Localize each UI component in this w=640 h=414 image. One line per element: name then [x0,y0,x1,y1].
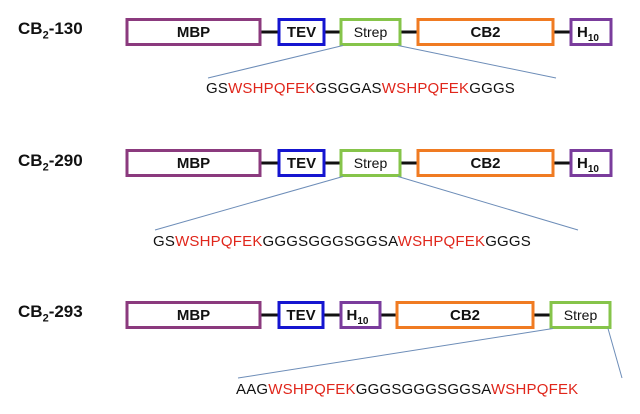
domain-box-mbp [125,18,262,46]
linker-sequence-1: GSWSHPQFEKGSGGASWSHPQFEKGGGS [206,80,515,97]
construct-label-main: CB [18,19,43,38]
domain-label-cb2: CB2 [450,307,480,324]
domain-box-his [339,301,382,329]
domain-label-mbp: MBP [177,155,210,172]
domain-label-cb2: CB2 [470,155,500,172]
zoom-line-right [607,328,623,379]
linker-segment: GS [153,233,176,250]
linker-segment: AAG [236,381,269,398]
zoom-line-left [237,328,554,379]
construct-label-3: CB2-293 [18,302,83,324]
zoom-line-right [397,176,579,231]
linker-segment: GGGS [485,233,531,250]
construct-label-main: CB [18,302,43,321]
domain-box-mbp [125,301,262,329]
domain-label-subscript: 10 [357,316,369,327]
construct-label-sub: 2 [42,29,49,42]
strep-tag-motif: WSHPQFEK [228,80,316,97]
domain-label-strep: Strep [354,24,388,40]
domain-label-mbp: MBP [177,24,210,41]
domain-box-strep [549,301,612,329]
construct-label-suffix: -130 [48,19,83,38]
domain-box-his [569,149,613,177]
domain-box-tev [277,301,325,329]
construct-label-2: CB2-290 [18,151,83,173]
construct-label-main: CB [18,151,43,170]
strep-tag-motif: WSHPQFEK [268,381,356,398]
construct-label-suffix: -290 [48,151,83,170]
zoom-line-left [207,45,344,79]
domain-label-strep: Strep [354,155,388,171]
zoom-line-left [154,176,344,231]
domain-label-subscript: 10 [588,33,600,44]
domain-label-mbp: MBP [177,307,210,324]
linker-sequence-2: GSWSHPQFEKGGGSGGGSGGSAWSHPQFEKGGGS [153,233,531,250]
construct-label-1: CB2-130 [18,19,83,41]
construct-label-sub: 2 [42,312,49,325]
domain-box-tev [277,149,326,177]
domain-box-strep [339,149,402,177]
domain-label-subscript: 10 [588,164,600,175]
linker-segment: GSGGAS [315,80,382,97]
domain-label-tev: TEV [287,24,316,41]
strep-tag-motif: WSHPQFEK [381,80,470,97]
domain-box-his [569,18,613,46]
domain-label-tev: TEV [286,307,315,324]
zoom-line-right [397,45,557,79]
domain-box-cb2 [416,149,555,177]
domain-box-strep [339,18,402,46]
domain-box-mbp [125,149,262,177]
linker-segment: GS [206,80,229,97]
linker-sequence-3: AAGWSHPQFEKGGGSGGGSGGSAWSHPQFEK [236,381,578,398]
construct-label-sub: 2 [42,161,49,174]
construct-label-suffix: -293 [48,302,83,321]
linker-segment: GGGSGGGSGGSA [262,233,398,250]
domain-box-tev [277,18,326,46]
domain-box-cb2 [416,18,555,46]
linker-segment: GGGSGGGSGGSA [355,381,491,398]
domain-label-tev: TEV [287,155,316,172]
linker-segment: GGGS [469,80,516,97]
strep-tag-motif: WSHPQFEK [490,381,579,398]
domain-box-cb2 [395,301,535,329]
strep-tag-motif: WSHPQFEK [175,233,263,250]
domain-label-cb2: CB2 [470,24,500,41]
strep-tag-motif: WSHPQFEK [397,233,486,250]
domain-label-strep: Strep [564,307,598,323]
